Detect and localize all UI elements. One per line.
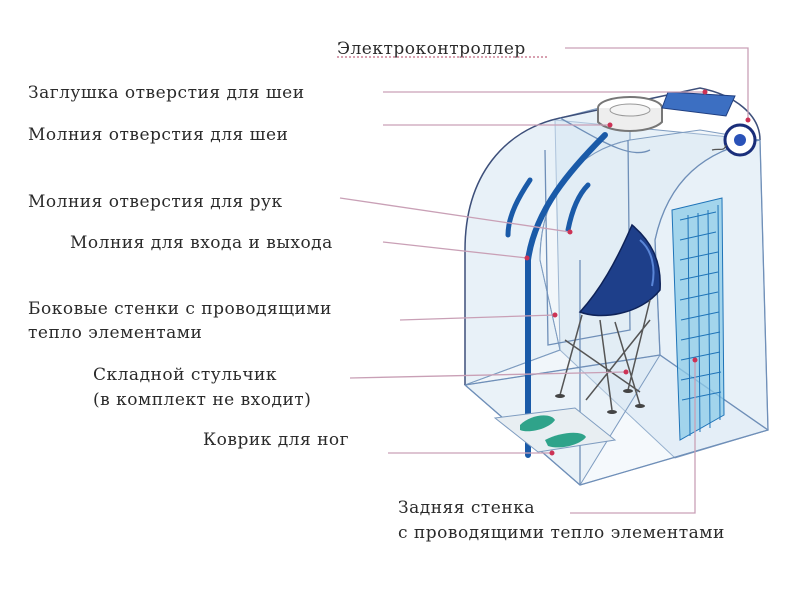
label-neck-plug: Заглушка отверстия для шеи	[28, 83, 305, 103]
label-entry-zipper: Молния для входа и выхода	[70, 233, 333, 253]
arm-zipper-right	[565, 182, 591, 233]
label-neck-zipper: Молния отверстия для шеи	[28, 125, 288, 145]
label-chair-line2: (в комплект не входит)	[93, 390, 311, 410]
label-side-walls-line2: тепло элементами	[28, 323, 202, 343]
label-back-wall-line1: Задняя стенка	[398, 498, 535, 518]
label-side-walls-line1: Боковые стенки с проводящими	[28, 299, 332, 319]
back-heater-grid	[671, 197, 725, 441]
folding-chair	[555, 223, 661, 414]
sauna-tent	[463, 87, 770, 486]
entry-zipper	[525, 132, 608, 458]
label-back-wall-line2: с проводящими тепло элементами	[398, 523, 725, 543]
foot-mat	[493, 407, 617, 453]
leader-lines	[339, 47, 751, 514]
label-foot-mat: Коврик для ног	[203, 430, 349, 450]
labels: Электроконтроллер Заглушка отверстия для…	[28, 39, 725, 543]
arm-zipper-left	[505, 177, 533, 238]
neck-hole-cap	[597, 96, 663, 132]
label-controller: Электроконтроллер	[337, 39, 526, 59]
label-arm-zipper: Молния отверстия для рук	[28, 192, 283, 212]
label-chair-line1: Складной стульчик	[93, 365, 277, 385]
electro-controller	[661, 91, 757, 157]
